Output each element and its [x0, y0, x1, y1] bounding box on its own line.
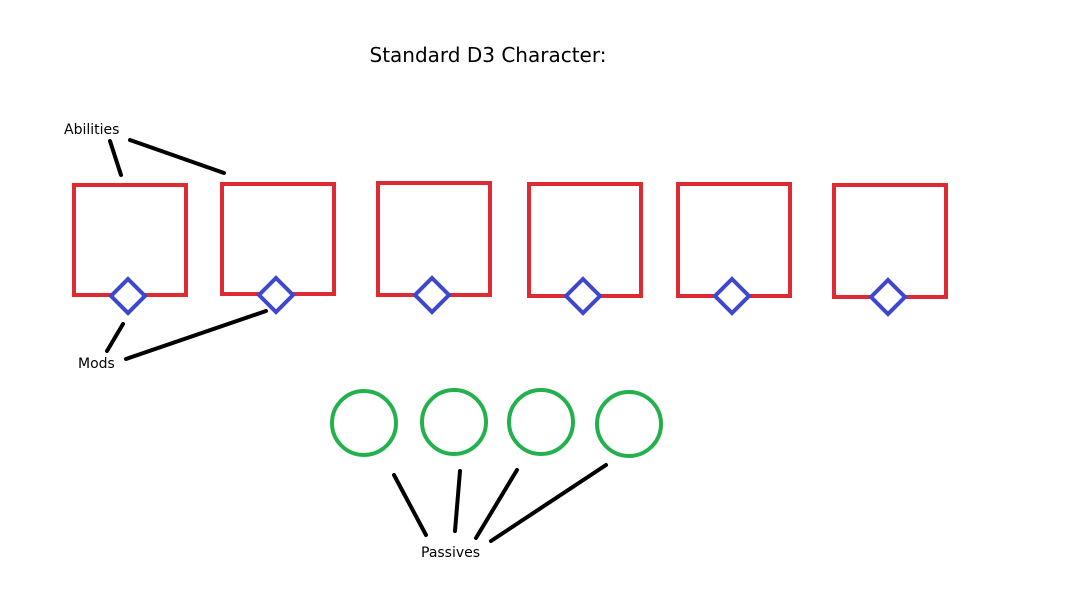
mods-connector-1 [105, 322, 125, 353]
passive-circle-2 [420, 388, 488, 456]
passives-connector-1 [392, 473, 428, 537]
mod-diamond-4 [563, 276, 603, 316]
passives-connector-3 [474, 468, 519, 540]
passives-connector-4 [489, 463, 608, 543]
connectors [105, 138, 608, 543]
ability-slot-6 [832, 183, 948, 317]
passives-label: Passives [421, 545, 480, 561]
ability-slot-1 [72, 183, 188, 316]
ability-slot-3 [376, 181, 492, 315]
ability-slot-5 [676, 182, 792, 316]
passive-slots [330, 388, 663, 458]
diagram-title: Standard D3 Character: [370, 43, 607, 67]
passive-circle-1 [330, 389, 398, 457]
mod-diamond-1 [108, 276, 148, 316]
abilities-connector-1 [108, 139, 123, 177]
passive-circle-3 [507, 388, 575, 456]
mod-diamond-5 [712, 276, 752, 316]
abilities-connector-2 [128, 138, 226, 175]
mods-label: Mods [78, 356, 115, 372]
ability-slots [72, 181, 948, 317]
mods-connector-2 [124, 309, 268, 361]
abilities-label: Abilities [64, 122, 119, 138]
mod-diamond-3 [412, 275, 452, 315]
mod-diamond-2 [256, 275, 296, 315]
ability-slot-2 [220, 182, 336, 315]
ability-slot-4 [527, 182, 643, 316]
passives-connector-2 [453, 469, 462, 533]
passive-circle-4 [595, 390, 663, 458]
mod-diamond-6 [868, 277, 908, 317]
